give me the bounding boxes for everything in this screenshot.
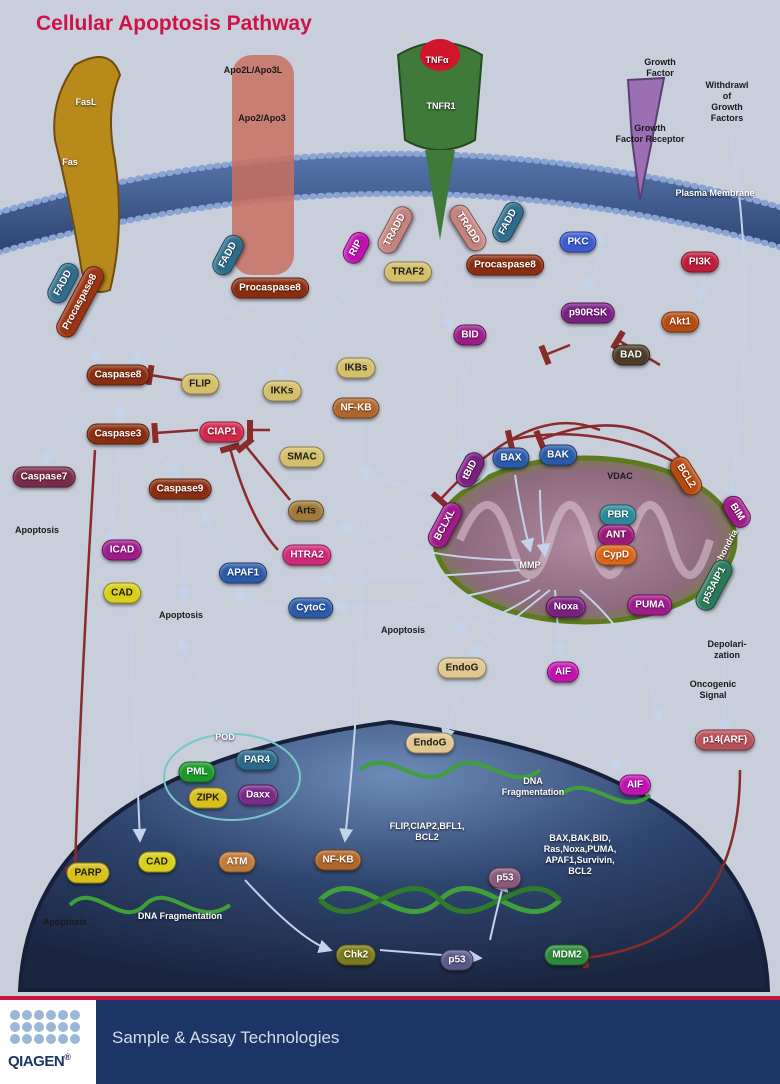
node-nfkb-cyto: NF-KB [332,397,380,419]
node-cad-cyto: CAD [103,582,141,604]
node-pi3k: PI3K [680,251,720,273]
pod-label: POD [215,732,235,742]
fasl-label: FasL [75,97,97,107]
node-aif-nuc: AIF [618,774,652,796]
oncogenic-label: Oncogenic Signal [689,679,737,700]
depolarization-label: Depolari- zation [707,639,747,660]
node-cytoc: CytoC [288,597,334,619]
node-daxx: Daxx [238,784,278,806]
fasl-fas-receptor [53,56,122,293]
node-icad: ICAD [101,539,143,561]
nfkb-targets-label: FLIP,CIAP2,BFL1, BCL2 [389,821,465,842]
node-procaspase8-tnfr: Procaspase8 [466,254,544,276]
logo-dots-icon [10,1010,80,1044]
node-zipk: ZIPK [188,787,228,809]
node-caspase3: Caspase3 [86,423,150,445]
apoptosis-pathway-diagram: Cellular Apoptosis Pathway FasL Fas Apo2… [0,12,780,992]
node-bad: BAD [612,344,650,366]
node-ciap1: CIAP1 [199,421,245,443]
node-endog-nuc: EndoG [405,732,455,754]
node-cad-nuc: CAD [138,851,176,873]
node-caspase9: Caspase9 [148,478,212,500]
node-p14arf: p14(ARF) [694,729,756,751]
nucleus [17,719,771,992]
qiagen-logo: QIAGEN® [0,1000,96,1084]
node-pml: PML [178,761,216,783]
node-htra2: HTRA2 [282,544,332,566]
withdrawal-label: Withdrawl of Growth Factors [705,80,749,123]
node-chk2: Chk2 [335,944,377,966]
footer-bar: QIAGEN® Sample & Assay Technologies [0,996,780,1084]
dna-fragmentation-label-left: DNA Fragmentation [137,911,223,921]
apoptosis-label-caspase7: Apoptosis [15,525,59,535]
apo-receptor [232,55,294,275]
apo2-label: Apo2/Apo3 [238,113,286,123]
node-pkc: PKC [559,231,597,253]
gf-receptor-label: Growth Factor Receptor [615,123,685,144]
tnfr1-receptor [396,41,484,151]
node-parp: PARP [66,862,110,884]
node-nfkb-nuc: NF-KB [314,849,362,871]
growth-factor-receptor [626,76,666,201]
node-atm: ATM [218,851,256,873]
tnfa-label: TNFα [425,55,449,65]
node-procaspase8-apo: Procaspase8 [231,277,309,299]
node-p90rsk: p90RSK [560,302,616,324]
dna-helix-left [68,895,232,915]
node-smac: SMAC [279,446,325,468]
apoptosis-label-parp: Apoptosis [43,917,87,927]
diagram-graphics [0,39,780,992]
node-bax: BAX [492,447,530,469]
node-ikbs: IKBs [336,357,376,379]
node-ikks: IKKs [262,380,302,402]
node-bid: BID [453,324,487,346]
node-arts: Arts [287,500,325,522]
node-flip: FLIP [181,373,219,395]
apoptosis-label-mmp: Apoptosis [381,625,425,635]
node-ant: ANT [597,524,635,546]
growth-factor-label: Growth Factor [644,57,676,78]
dna-helix-top [358,760,542,780]
fas-label: Fas [62,157,78,167]
dna-helix-right [558,785,652,805]
node-bak: BAK [539,444,577,466]
node-traf2: TRAF2 [383,261,433,283]
vdac-label: VDAC [607,471,633,481]
node-mdm2: MDM2 [544,944,590,966]
node-caspase7: Caspase7 [12,466,76,488]
node-p53-lower: p53 [440,949,474,971]
apo2l-label: Apo2L/Apo3L [223,65,283,75]
node-apaf1: APAF1 [218,562,268,584]
node-puma: PUMA [627,594,673,616]
footer-tagline: Sample & Assay Technologies [112,1028,340,1047]
node-caspase8: Caspase8 [86,364,150,386]
node-p53-upper: p53 [488,867,522,889]
brand-name: QIAGEN® [8,1052,71,1070]
node-aif-cyto: AIF [546,661,580,683]
node-endog-cyto: EndoG [437,657,487,679]
node-par4: PAR4 [236,749,278,771]
plasma-membrane-label: Plasma Membrane [675,188,755,198]
node-noxa: Noxa [545,596,587,618]
node-cypd: CypD [594,544,638,566]
apoptosis-label-caspase9: Apoptosis [159,610,203,620]
dna-fragmentation-label-right: DNA Fragmentation [501,776,565,797]
node-akt1: Akt1 [661,311,699,333]
mmp-label: MMP [519,560,541,570]
tnfr1-label: TNFR1 [426,101,456,111]
node-pbr: PBR [599,504,637,526]
p53-targets-label: BAX,BAK,BID, Ras,Noxa,PUMA, APAF1,Surviv… [543,833,617,876]
diagram-title: Cellular Apoptosis Pathway [36,12,312,35]
